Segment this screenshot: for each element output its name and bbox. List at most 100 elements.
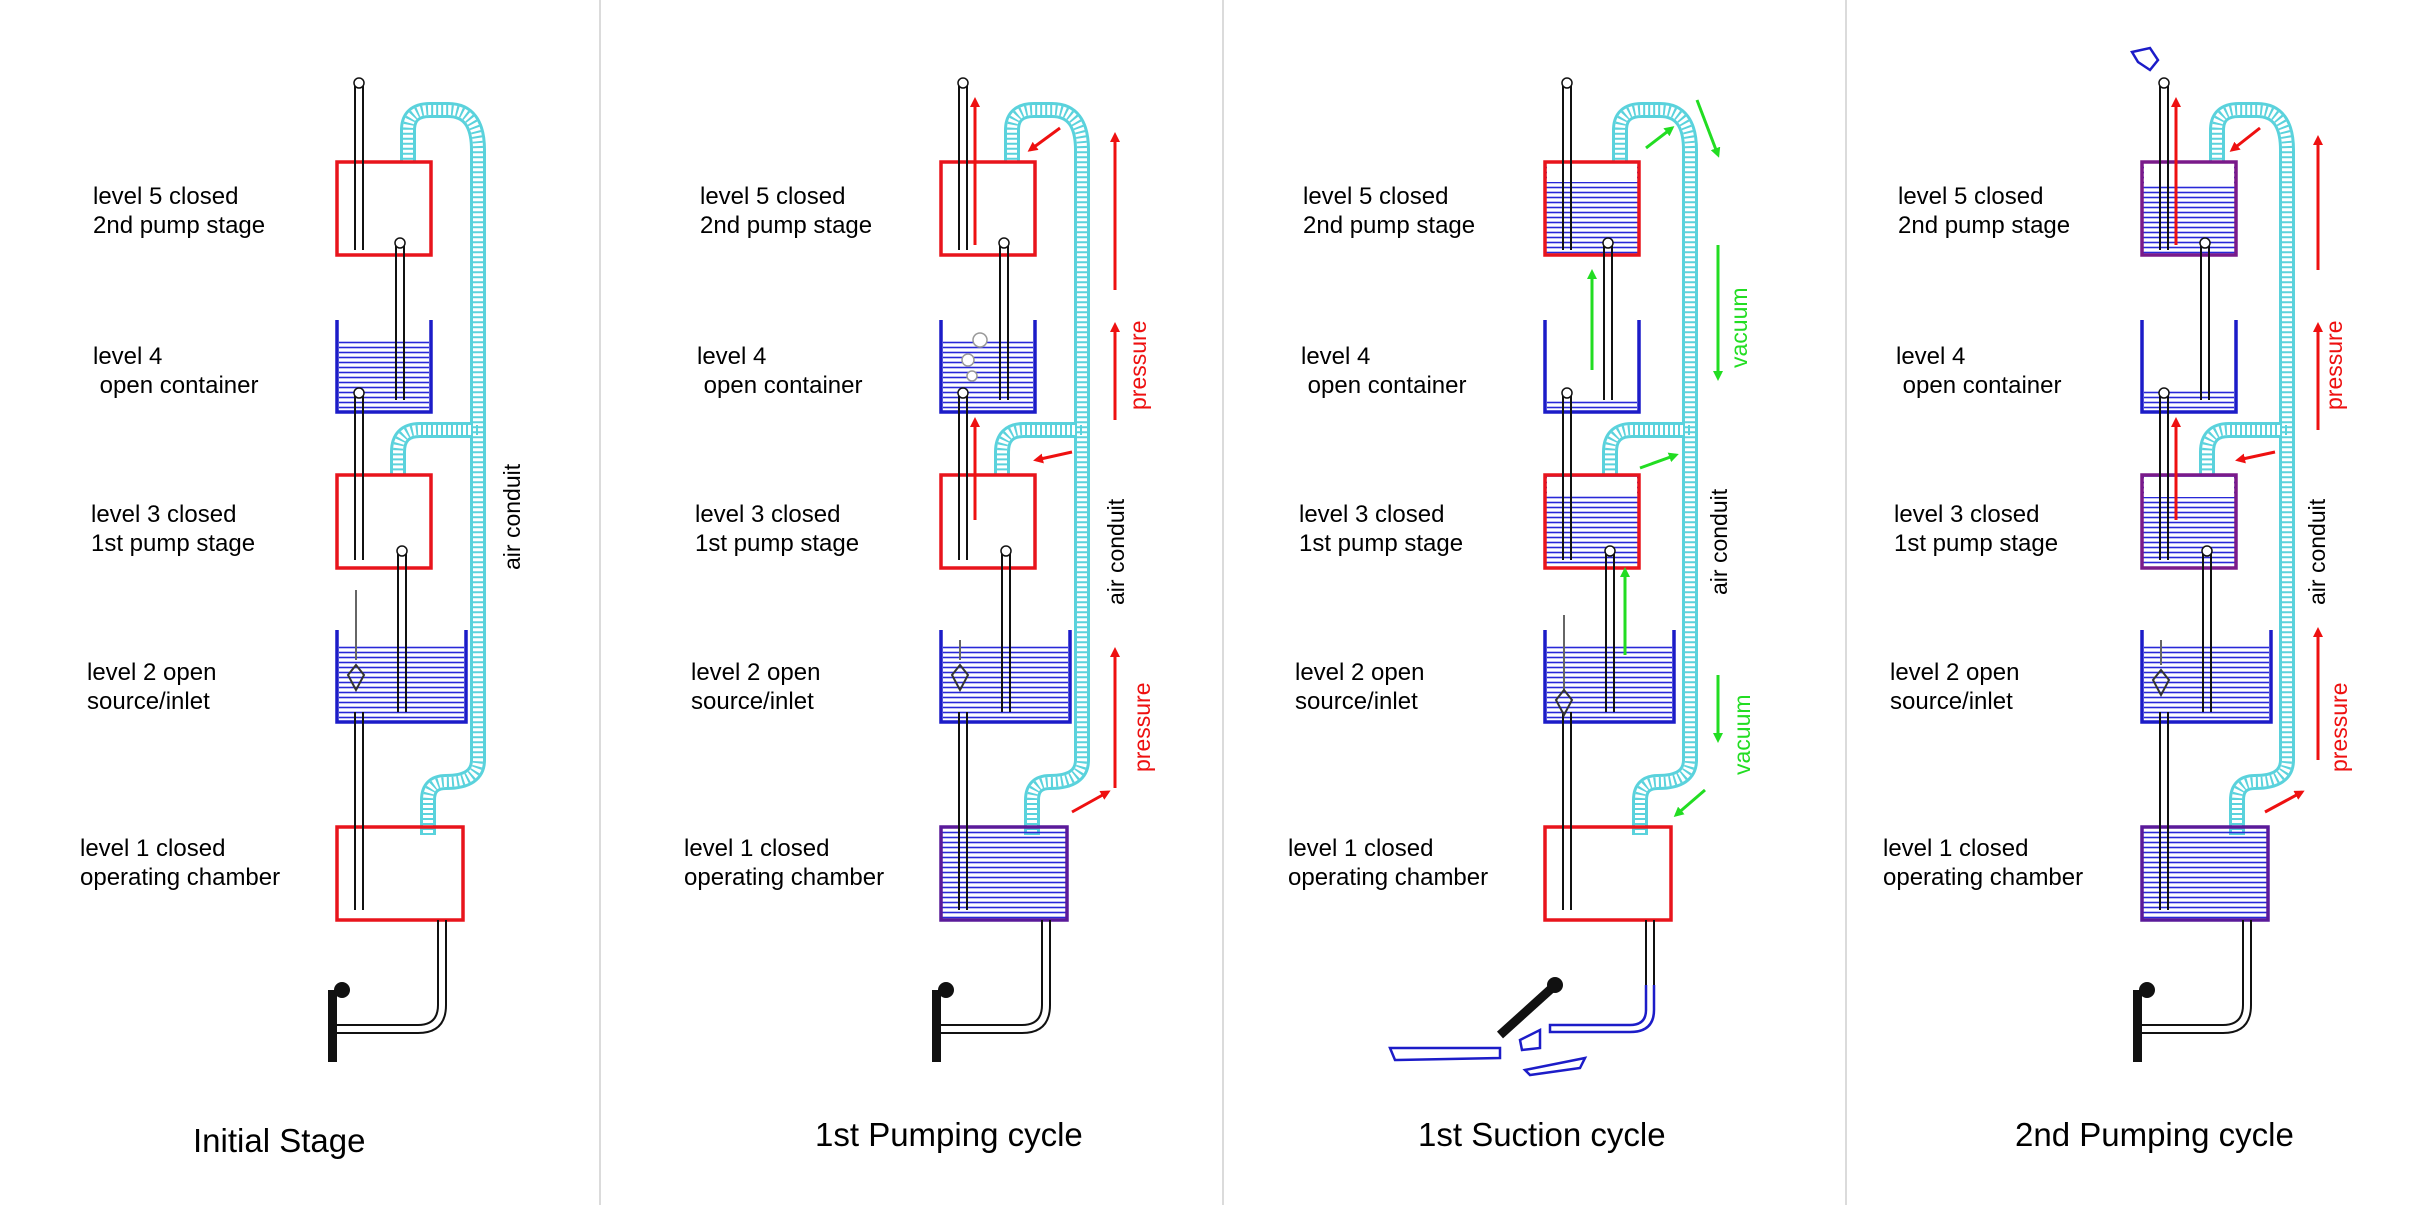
pipes: [1562, 85, 1655, 985]
hand-pump-handle-icon: [2133, 982, 2155, 1062]
label-level2-line2: source/inlet: [1295, 688, 1418, 715]
label-level5-line1: level 5 closed: [1898, 183, 2043, 210]
level4-container: [335, 320, 433, 414]
float-valve-icon: [2151, 668, 2171, 698]
level3-chamber: [939, 473, 1037, 570]
float-valve-icon: [1554, 688, 1574, 718]
vacuum-label-lower: vacuum: [1729, 694, 1755, 775]
level4-water: [1547, 400, 1637, 410]
label-level1-line1: level 1 closed: [80, 835, 225, 862]
broken-pipe-icon: [1388, 985, 1656, 1077]
air-conduit-label: air conduit: [2304, 498, 2330, 605]
pipes: [335, 85, 447, 1034]
label-level3-line2: 1st pump stage: [1299, 530, 1463, 557]
level4-water: [2144, 390, 2234, 410]
vacuum-arrows: [1587, 99, 1723, 817]
panel-dividers: [599, 0, 1847, 1205]
panel-title: Initial Stage: [193, 1122, 365, 1159]
level2-water: [2144, 645, 2269, 720]
level3-chamber: [335, 473, 433, 570]
label-level4-line1: level 4: [697, 343, 766, 370]
air-conduit-label: air conduit: [499, 463, 525, 570]
label-level5-line2: 2nd pump stage: [1898, 212, 2070, 239]
level2-container: [939, 630, 1072, 724]
level1-chamber: [1543, 825, 1673, 922]
label-level5-line2: 2nd pump stage: [93, 212, 265, 239]
level2-container: [335, 630, 468, 724]
label-level4-line1: level 4: [1301, 343, 1370, 370]
label-level5-line1: level 5 closed: [700, 183, 845, 210]
label-level4-line2: open container: [1301, 372, 1466, 399]
level2-container: [2140, 630, 2273, 724]
label-level1-line2: operating chamber: [1883, 864, 2083, 891]
panel-title: 1st Suction cycle: [1418, 1116, 1666, 1153]
label-level2-line1: level 2 open: [691, 659, 820, 686]
label-level2-line1: level 2 open: [1295, 659, 1424, 686]
panel-title: 2nd Pumping cycle: [2015, 1116, 2294, 1153]
pressure-arrows: [2171, 97, 2323, 814]
pressure-label-upper: pressure: [2321, 321, 2347, 410]
air-conduit: [994, 102, 1090, 835]
hand-pump-handle-icon: [328, 982, 350, 1062]
pressure-label-upper: pressure: [1125, 321, 1151, 410]
label-level4-line2: open container: [697, 372, 862, 399]
label-level5-line1: level 5 closed: [1303, 183, 1448, 210]
label-level2-line2: source/inlet: [1890, 688, 2013, 715]
level1-chamber: [2140, 825, 2270, 922]
level2-container: [1543, 630, 1676, 724]
label-level1-line1: level 1 closed: [1288, 835, 1433, 862]
vacuum-label-upper: vacuum: [1726, 287, 1752, 368]
level4-container: [1543, 320, 1641, 414]
level2-water: [1547, 645, 1672, 720]
level4-container: [2140, 320, 2238, 414]
pressure-arrows: [970, 97, 1120, 814]
level4-water: [339, 340, 429, 410]
label-level3-line2: 1st pump stage: [1894, 530, 2058, 557]
label-level4-line2: open container: [93, 372, 258, 399]
air-conduit: [390, 102, 486, 835]
label-level1-line1: level 1 closed: [1883, 835, 2028, 862]
panel-initial-stage: level 5 closed 2nd pump stage level 4 op…: [80, 77, 525, 1159]
label-level3-line2: 1st pump stage: [91, 530, 255, 557]
level5-chamber: [939, 160, 1037, 257]
level1-chamber: [939, 825, 1069, 922]
label-level2-line1: level 2 open: [87, 659, 216, 686]
label-level3-line1: level 3 closed: [695, 501, 840, 528]
float-valve-icon: [346, 663, 366, 693]
float-valve-icon: [950, 663, 970, 693]
level1-chamber: [335, 825, 465, 922]
label-level3-line2: 1st pump stage: [695, 530, 859, 557]
label-level2-line2: source/inlet: [691, 688, 814, 715]
pressure-label-lower: pressure: [1129, 683, 1155, 772]
label-level4-line1: level 4: [1896, 343, 1965, 370]
air-conduit-label: air conduit: [1103, 498, 1129, 605]
label-level1-line2: operating chamber: [80, 864, 280, 891]
hand-pump-handle-icon: [932, 982, 954, 1062]
level4-water: [943, 340, 1033, 410]
label-level2-line1: level 2 open: [1890, 659, 2019, 686]
label-level5-line1: level 5 closed: [93, 183, 238, 210]
panel-1st-suction-cycle: level 5 closed 2nd pump stage level 4 op…: [1288, 77, 1755, 1153]
panel-1st-pumping-cycle: level 5 closed 2nd pump stage level 4 op…: [684, 77, 1155, 1153]
air-conduit-label: air conduit: [1706, 488, 1732, 595]
hand-pump-handle-icon: [1496, 977, 1563, 1039]
pipes: [939, 85, 1051, 1034]
water-splash-icon: [2130, 46, 2160, 72]
label-level3-line1: level 3 closed: [91, 501, 236, 528]
label-level5-line2: 2nd pump stage: [700, 212, 872, 239]
label-level3-line1: level 3 closed: [1894, 501, 2039, 528]
level4-container: [939, 320, 1037, 414]
panel-2nd-pumping-cycle: level 5 closed 2nd pump stage level 4 op…: [1883, 46, 2352, 1153]
air-bubble-icon: [961, 332, 988, 382]
label-level5-line2: 2nd pump stage: [1303, 212, 1475, 239]
pressure-label-lower: pressure: [2326, 683, 2352, 772]
label-level1-line1: level 1 closed: [684, 835, 829, 862]
label-level4-line1: level 4: [93, 343, 162, 370]
label-level3-line1: level 3 closed: [1299, 501, 1444, 528]
level5-chamber: [335, 160, 433, 257]
label-level4-line2: open container: [1896, 372, 2061, 399]
level2-water: [339, 645, 464, 720]
level2-water: [943, 645, 1068, 720]
panel-title: 1st Pumping cycle: [815, 1116, 1083, 1153]
